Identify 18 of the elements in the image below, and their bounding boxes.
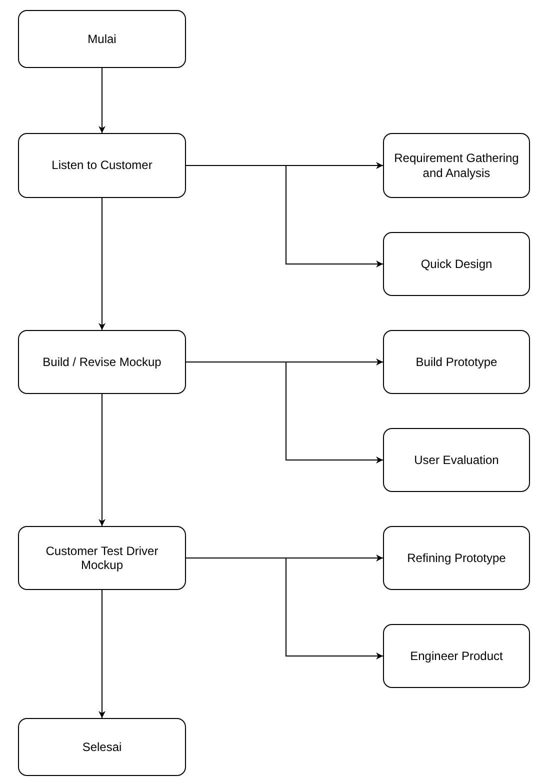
process-box: Listen to Customer (18, 133, 186, 198)
arrow (186, 362, 384, 464)
process-box: Engineer Product (383, 624, 530, 688)
process-box: Build Prototype (383, 330, 530, 394)
process-box: Customer Test Driver Mockup (18, 526, 186, 590)
arrow (98, 198, 106, 330)
process-box: Mulai (18, 10, 186, 68)
arrow (186, 558, 384, 660)
process-box: User Evaluation (383, 428, 530, 492)
arrow (186, 165, 384, 268)
process-box: Selesai (18, 718, 186, 776)
process-box: Requirement Gathering and Analysis (383, 133, 530, 198)
process-box: Build / Revise Mockup (18, 330, 186, 394)
arrow (98, 68, 106, 134)
process-box: Refining Prototype (383, 526, 530, 590)
arrow (98, 394, 106, 526)
process-box: Quick Design (383, 232, 530, 296)
arrow (98, 590, 106, 718)
